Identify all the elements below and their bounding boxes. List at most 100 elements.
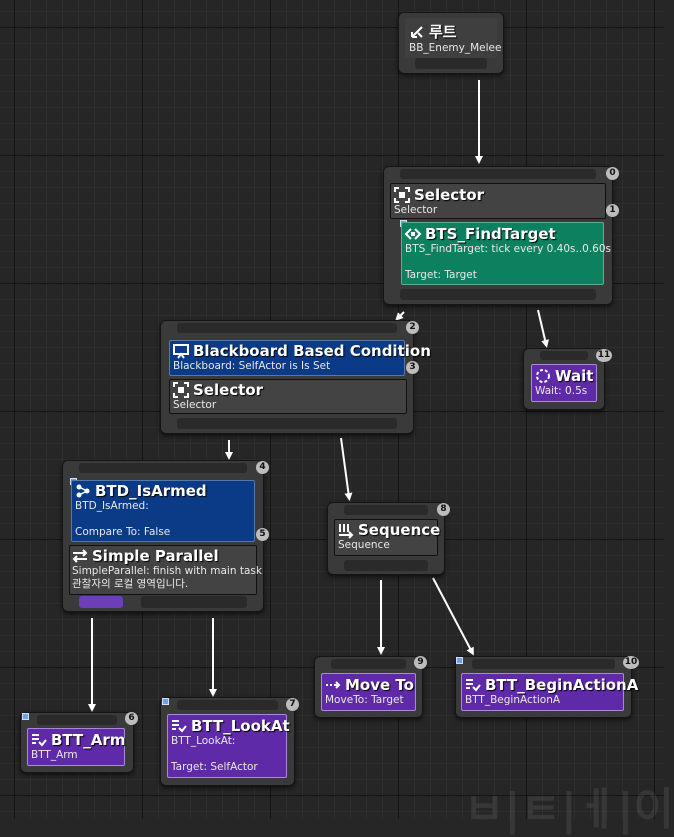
move-to-input-pin[interactable]: [331, 659, 406, 669]
sequence-index: 8: [437, 503, 450, 516]
watermark-text: ㅂ|ㅌ|ㅔ|이: [463, 784, 674, 835]
btt-lookat-title: BTT_LookAt: [191, 717, 290, 735]
service-icon: [404, 228, 422, 240]
decorator-armed-line2: Compare To: False: [75, 526, 171, 538]
btt-lookat-index: 7: [286, 698, 299, 711]
decorator-bb-title: Blackboard Based Condition: [193, 342, 431, 360]
btt-lookat-node[interactable]: BTT_LookAt BTT_LookAt: Target: SelfActor: [160, 697, 295, 786]
btt-beginaction-box: BTT_BeginActionA BTT_BeginActionA: [461, 673, 638, 711]
root-title-box: 루트 BB_Enemy_Melee: [405, 18, 502, 58]
btt-arm-box: BTT_Arm BTT_Arm: [27, 728, 125, 766]
branch-icon: [411, 25, 423, 38]
decorator-bb-subtitle: Blackboard: SelfActor is Is Set: [173, 360, 331, 372]
btt-beginaction-subtitle: BTT_BeginActionA: [465, 694, 561, 706]
task-icon: [172, 720, 187, 733]
move-to-index: 9: [414, 656, 427, 669]
simple-parallel-main-pin[interactable]: [79, 596, 123, 608]
service-index: 1: [606, 204, 619, 217]
move-to-node[interactable]: Move To MoveTo: Target: [314, 656, 423, 718]
selector-sub-node[interactable]: Blackboard Based Condition Blackboard: S…: [160, 320, 431, 434]
sequence-subtitle: Sequence: [338, 539, 390, 551]
btt-arm-input-pin[interactable]: [37, 715, 117, 725]
btt-lookat-line2: Target: SelfActor: [171, 761, 258, 773]
wait-index: 11: [596, 349, 612, 362]
selector-sub-input-pin[interactable]: [177, 323, 397, 333]
parallel-icon: [72, 549, 88, 563]
selector-sub-subtitle: Selector: [173, 399, 217, 411]
btt-lookat-box: BTT_LookAt BTT_LookAt: Target: SelfActor: [167, 714, 290, 778]
selector-sub-box: Selector Selector: [169, 379, 407, 414]
service-findtarget-title: BTS_FindTarget: [425, 225, 556, 243]
service-findtarget-line2: Target: Target: [405, 269, 477, 281]
selector-sub-index: 3: [406, 361, 419, 374]
task-icon: [466, 679, 481, 692]
btt-beginaction-index: 10: [623, 656, 639, 669]
decorator-bb-index: 2: [406, 321, 419, 334]
simple-parallel-line1: SimpleParallel: finish with main task: [72, 565, 262, 577]
simple-parallel-index: 5: [256, 528, 269, 541]
wait-title: Wait: [555, 367, 594, 385]
sequence-node[interactable]: Sequence Sequence: [327, 502, 445, 575]
btt-beginaction-title: BTT_BeginActionA: [485, 676, 639, 694]
service-findtarget-box[interactable]: BTS_FindTarget BTS_FindTarget: tick ever…: [401, 222, 612, 285]
move-to-box: Move To MoveTo: Target: [321, 673, 416, 711]
sequence-input-pin[interactable]: [344, 505, 428, 515]
selector-main-index: 0: [606, 167, 619, 180]
selector-main-title: Selector: [414, 186, 485, 204]
task-flag-icon: [456, 657, 463, 664]
wire-sequence-beginaction: [432, 577, 474, 656]
root-subtitle: BB_Enemy_Melee: [409, 42, 502, 54]
wait-input-pin[interactable]: [540, 351, 588, 360]
wait-subtitle: Wait: 0.5s: [535, 385, 588, 397]
move-icon: [326, 681, 341, 689]
selector-icon: [394, 187, 410, 203]
selector-main-box: Selector Selector: [390, 183, 606, 219]
selector-main-node[interactable]: Selector Selector BTS_FindTarget BTS_Fin…: [383, 166, 613, 305]
simple-parallel-line2: 관찰자의 로컬 영역입니다.: [72, 578, 189, 590]
btt-arm-node[interactable]: BTT_Arm BTT_Arm: [20, 712, 134, 773]
selector-icon: [173, 382, 189, 398]
root-title: 루트: [429, 23, 457, 41]
simple-parallel-node[interactable]: BTD_IsArmed BTD_IsArmed: Compare To: Fal…: [62, 460, 264, 612]
task-flag-icon: [22, 713, 29, 720]
sequence-title: Sequence: [358, 521, 441, 539]
simple-parallel-background-pin[interactable]: [141, 596, 247, 608]
selector-main-input-pin[interactable]: [400, 169, 596, 179]
btt-lookat-input-pin[interactable]: [177, 700, 278, 710]
sequence-icon: [339, 524, 354, 539]
selector-sub-title: Selector: [193, 381, 264, 399]
selector-main-output-pin[interactable]: [400, 289, 596, 300]
decorator-icon: [76, 484, 90, 498]
selector-sub-output-pin[interactable]: [177, 418, 397, 429]
btt-beginaction-input-pin[interactable]: [472, 659, 615, 669]
decorator-armed-line1: BTD_IsArmed:: [75, 500, 149, 512]
root-output-pin[interactable]: [415, 58, 487, 69]
btt-arm-index: 6: [125, 712, 138, 725]
simple-parallel-box: Simple Parallel SimpleParallel: finish w…: [69, 545, 262, 595]
btt-arm-title: BTT_Arm: [51, 731, 126, 749]
wait-node[interactable]: Wait Wait: 0.5s: [523, 348, 605, 410]
btt-arm-subtitle: BTT_Arm: [31, 749, 78, 761]
decorator-bb-box[interactable]: Blackboard Based Condition Blackboard: S…: [169, 340, 431, 376]
btt-lookat-line1: BTT_LookAt:: [171, 735, 236, 747]
move-to-title: Move To: [345, 676, 414, 694]
wire-selector-wait: [537, 309, 549, 348]
wire-selector-subselector: [395, 311, 405, 321]
task-icon: [32, 734, 47, 747]
wait-box: Wait Wait: 0.5s: [531, 364, 597, 402]
btt-beginaction-node[interactable]: BTT_BeginActionA BTT_BeginActionA: [455, 656, 638, 718]
simple-parallel-input-pin[interactable]: [79, 463, 247, 473]
decorator-armed-index: 4: [256, 461, 269, 474]
root-node[interactable]: 루트 BB_Enemy_Melee: [398, 12, 504, 74]
decorator-armed-title: BTD_IsArmed: [95, 482, 207, 500]
move-to-subtitle: MoveTo: Target: [325, 694, 404, 706]
sequence-box: Sequence Sequence: [334, 519, 441, 556]
task-flag-icon: [162, 698, 169, 705]
decorator-armed-box[interactable]: BTD_IsArmed BTD_IsArmed: Compare To: Fal…: [71, 480, 255, 542]
wire-subselector-sequence: [340, 437, 353, 501]
service-findtarget-line1: BTS_FindTarget: tick every 0.40s..0.60s: [405, 243, 612, 255]
decorator-icon: [173, 344, 189, 359]
selector-main-subtitle: Selector: [394, 204, 438, 216]
sequence-output-pin[interactable]: [344, 560, 428, 571]
